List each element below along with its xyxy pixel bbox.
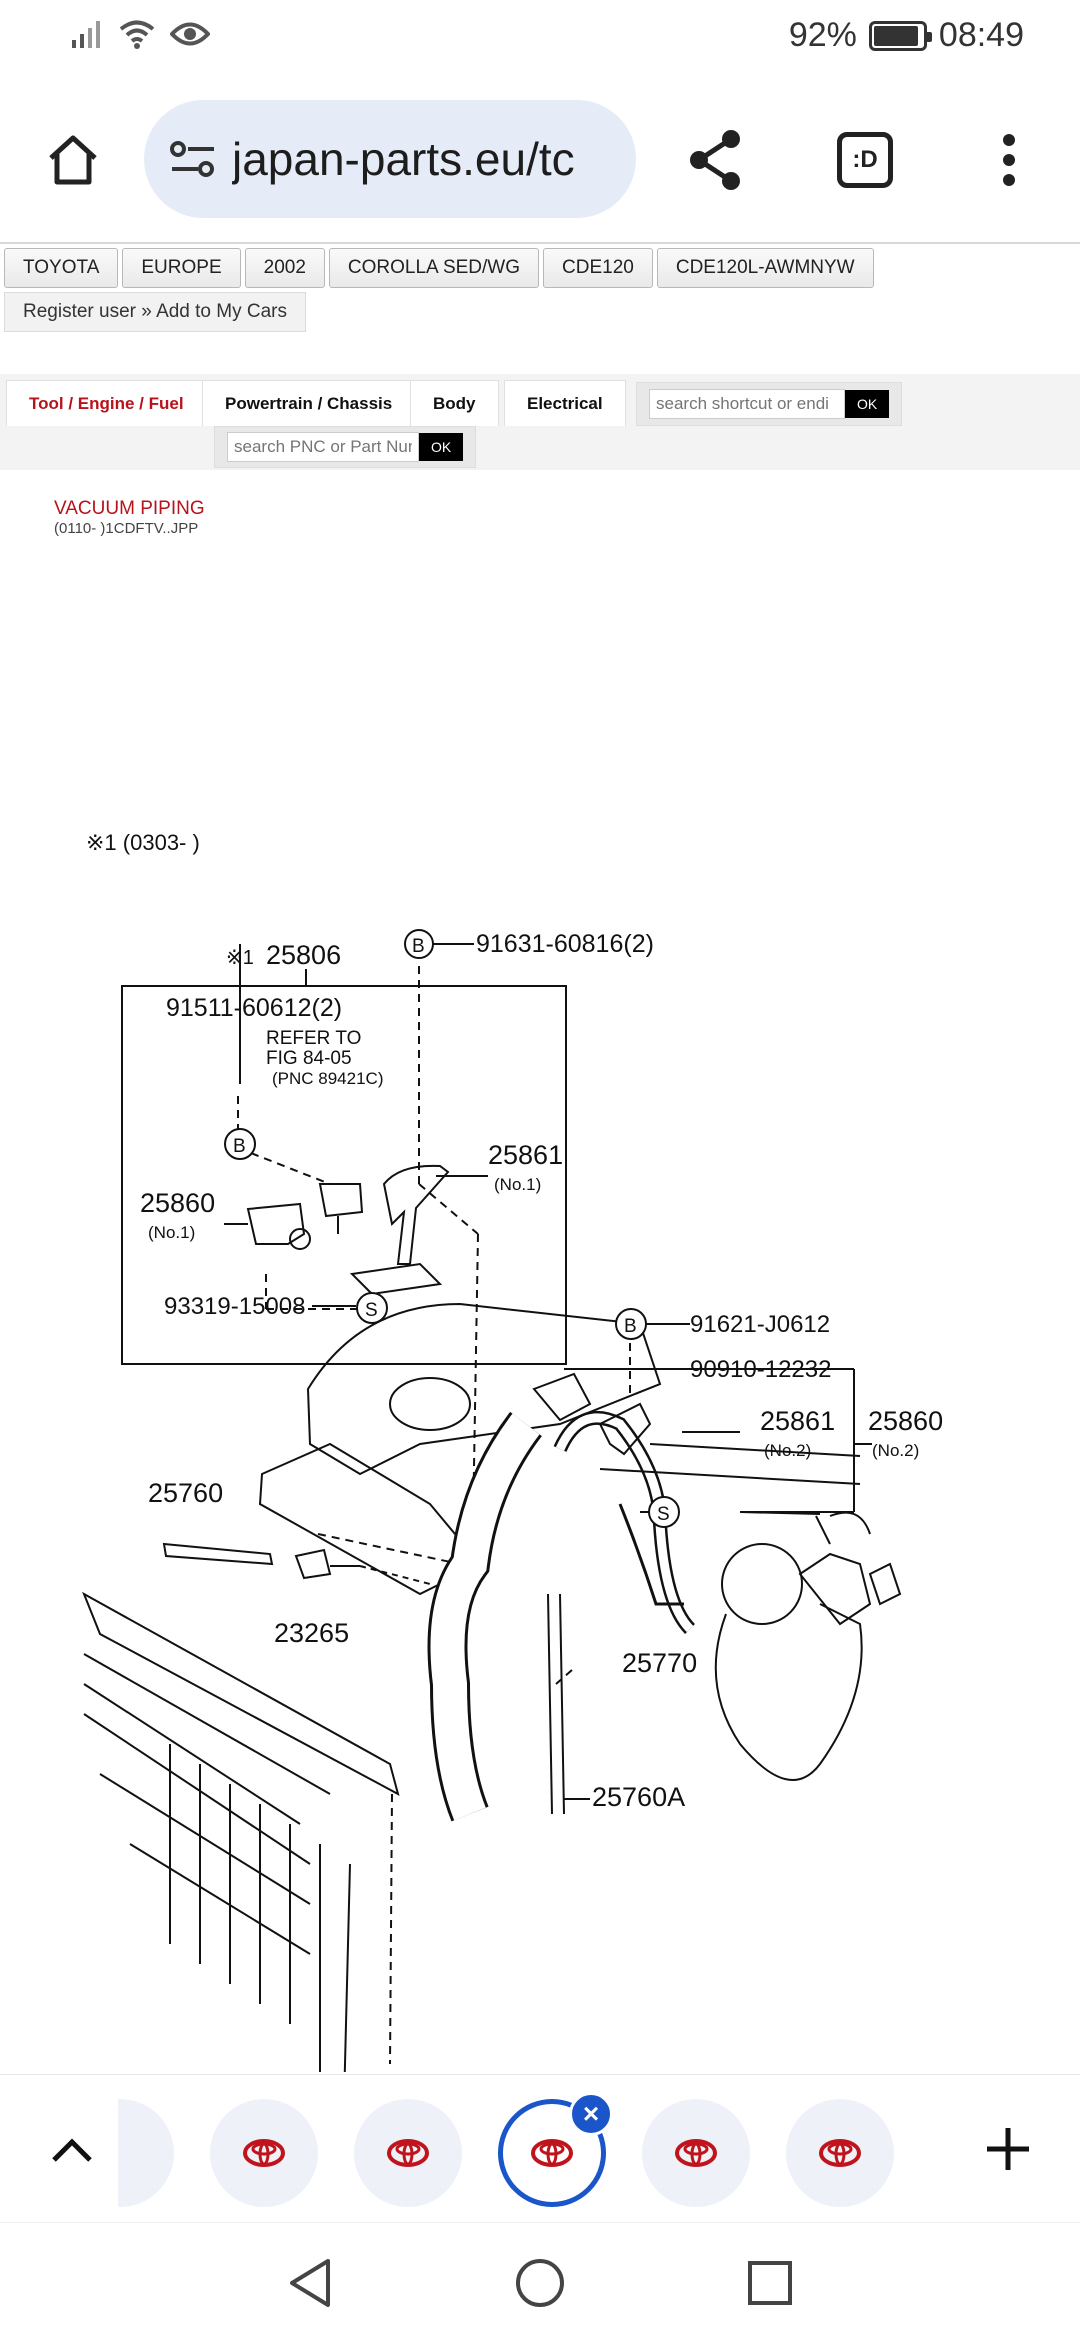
part-25860-no1-qualifier: (No.1)	[148, 1223, 195, 1242]
parts-diagram[interactable]: B B B S S ※1 (0303- ) 91631-60816(2) ※1 …	[0, 544, 1080, 2072]
clock: 08:49	[938, 16, 1024, 54]
home-button[interactable]	[18, 96, 128, 224]
part-25860-no1[interactable]: 25860	[140, 1188, 215, 1218]
status-bar: 92% 08:49	[0, 0, 1080, 76]
category-tabs: Tool / Engine / Fuel Powertrain / Chassi…	[0, 374, 1080, 470]
share-button[interactable]	[660, 96, 770, 224]
crumb-frame[interactable]: CDE120	[543, 248, 653, 288]
tabs-button[interactable]: :D	[810, 96, 920, 224]
more-vert-icon	[1003, 134, 1015, 186]
battery-percent: 92%	[788, 16, 857, 54]
tab-electrical[interactable]: Electrical	[504, 380, 626, 426]
part-25860-no2[interactable]: 25860	[868, 1406, 943, 1436]
refer-pnc-label: (PNC 89421C)	[272, 1069, 384, 1088]
diagram-note: ※1 (0303- )	[86, 830, 200, 855]
diagram-subtitle: (0110- )1CDFTV..JPP	[54, 520, 199, 537]
wifi-icon	[119, 20, 155, 49]
tab-thumb-2[interactable]	[354, 2099, 462, 2207]
status-right: 92% 08:49	[789, 16, 1024, 55]
pnc-search-input[interactable]	[227, 432, 419, 462]
tab-thumb-1[interactable]	[210, 2099, 318, 2207]
part-91631-60816[interactable]: 91631-60816(2)	[476, 930, 654, 958]
shortcut-search-input[interactable]	[649, 389, 845, 419]
detail-box	[121, 985, 567, 1365]
crumb-region[interactable]: EUROPE	[122, 248, 241, 288]
collapse-tabs-button[interactable]	[42, 2119, 102, 2179]
tab-thumb-partial[interactable]	[118, 2099, 174, 2207]
recents-button[interactable]	[740, 2253, 800, 2313]
tab-thumb-4[interactable]	[786, 2099, 894, 2207]
tab-thumb-3[interactable]	[642, 2099, 750, 2207]
close-tab-icon[interactable]: ×	[569, 2092, 613, 2136]
tabs-count-icon: :D	[837, 132, 893, 188]
part-25860-no2-qualifier: (No.2)	[872, 1441, 919, 1460]
square-recents-icon	[748, 2261, 792, 2305]
pnc-search: OK	[214, 426, 477, 468]
breadcrumb: TOYOTA EUROPE 2002 COROLLA SED/WG CDE120…	[4, 248, 874, 288]
crumb-model[interactable]: COROLLA SED/WG	[328, 248, 540, 288]
pnc-ok-button[interactable]: OK	[419, 433, 464, 461]
part-25861-no2[interactable]: 25861	[760, 1406, 835, 1436]
part-note-marker: ※1	[226, 947, 254, 969]
plus-icon	[987, 2128, 1029, 2170]
shortcut-search: OK	[636, 382, 903, 426]
part-23265[interactable]: 23265	[274, 1618, 349, 1648]
battery-level	[873, 25, 918, 46]
callout-b-3: B	[624, 1316, 637, 1337]
shortcut-ok-button[interactable]: OK	[845, 390, 890, 418]
new-tab-button[interactable]	[978, 2119, 1038, 2179]
back-icon	[290, 2259, 330, 2307]
part-93319-15008[interactable]: 93319-15008	[164, 1293, 305, 1320]
url-text: japan-parts.eu/tc	[232, 133, 575, 185]
system-nav-bar	[0, 2222, 1080, 2340]
back-button[interactable]	[280, 2253, 340, 2313]
part-25760[interactable]: 25760	[148, 1478, 223, 1508]
refer-to-label: REFER TO	[266, 1028, 361, 1049]
part-25806[interactable]: 25806	[266, 940, 341, 970]
tab-thumb-active[interactable]: ×	[498, 2092, 613, 2207]
chevron-up-icon	[52, 2138, 92, 2162]
circle-home-icon	[516, 2259, 564, 2307]
callout-b-2: B	[233, 1136, 246, 1157]
part-25861-no2-qualifier: (No.2)	[764, 1441, 811, 1460]
toyota-logo-icon	[387, 2139, 429, 2167]
part-25770[interactable]: 25770	[622, 1648, 697, 1678]
part-25861-no1-qualifier: (No.1)	[494, 1175, 541, 1194]
status-icons	[70, 18, 210, 50]
part-25861-no1[interactable]: 25861	[488, 1140, 563, 1170]
callout-s-2: S	[657, 1504, 670, 1525]
site-settings-icon	[170, 141, 214, 177]
part-91511-60612[interactable]: 91511-60612(2)	[166, 994, 342, 1022]
tab-tool-engine-fuel[interactable]: Tool / Engine / Fuel	[6, 380, 207, 426]
url-bar[interactable]: japan-parts.eu/tc	[144, 100, 636, 218]
part-90910-12232[interactable]: 90910-12232	[690, 1356, 831, 1383]
battery-icon	[868, 20, 932, 51]
part-91621-j0612[interactable]: 91621-J0612	[690, 1311, 830, 1338]
toyota-logo-icon	[531, 2139, 573, 2167]
signal-icon	[72, 21, 100, 48]
toyota-logo-icon	[675, 2139, 717, 2167]
browser-toolbar: japan-parts.eu/tc :D	[0, 96, 1080, 224]
crumb-year[interactable]: 2002	[244, 248, 325, 288]
tab-strip: ×	[0, 2074, 1080, 2222]
part-25760a[interactable]: 25760A	[592, 1782, 685, 1812]
crumb-make[interactable]: TOYOTA	[4, 248, 119, 288]
register-link[interactable]: Register user » Add to My Cars	[4, 292, 306, 332]
web-page: TOYOTA EUROPE 2002 COROLLA SED/WG CDE120…	[0, 242, 1080, 2072]
toyota-logo-icon	[243, 2139, 285, 2167]
callout-b-1: B	[412, 936, 425, 957]
toyota-logo-icon	[819, 2139, 861, 2167]
share-icon	[690, 130, 740, 190]
tab-powertrain-chassis[interactable]: Powertrain / Chassis	[202, 380, 416, 426]
refer-fig-label: FIG 84-05	[266, 1048, 352, 1069]
home-icon	[49, 135, 97, 185]
eye-icon	[170, 22, 210, 46]
crumb-variant[interactable]: CDE120L-AWMNYW	[656, 248, 874, 288]
tab-body[interactable]: Body	[410, 380, 499, 426]
diagram-title: VACUUM PIPING	[54, 498, 205, 519]
callout-s-1: S	[365, 1300, 378, 1321]
menu-button[interactable]	[954, 96, 1064, 224]
home-nav-button[interactable]	[510, 2253, 570, 2313]
